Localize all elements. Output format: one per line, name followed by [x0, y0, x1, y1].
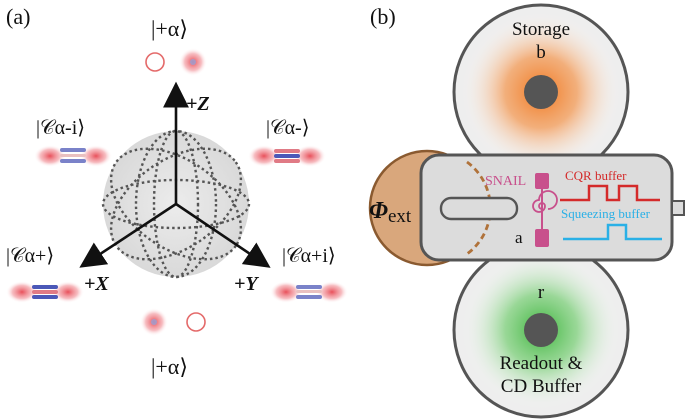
state-lower-left-label: |𝒞α+⟩ [6, 245, 54, 267]
storage-pin [524, 75, 558, 109]
state-bottom-label: |+α⟩ [151, 354, 188, 379]
storage-cavity [452, 3, 630, 181]
x-axis-arrow [79, 202, 177, 268]
state-lower-right-wigner [270, 281, 348, 303]
storage-label: Storage [512, 19, 570, 40]
squeezing-buffer-pulse [563, 223, 662, 241]
readout-label-line2: CD Buffer [501, 376, 582, 397]
state-upper-right-wigner [248, 145, 326, 167]
panel-b-label: (b) [370, 4, 396, 29]
storage-mode-label: b [536, 42, 546, 63]
snail-label: SNAIL [485, 174, 526, 189]
state-top-wigner [145, 48, 207, 76]
state-lower-left-wigner [6, 281, 84, 303]
y-axis-arrow [175, 202, 271, 268]
cqr-buffer-label: CQR buffer [565, 168, 627, 183]
state-top-label: |+α⟩ [151, 16, 188, 41]
cqr-buffer-pulse [560, 184, 660, 202]
readout-mode-label: r [538, 282, 545, 303]
x-axis-label: +X [84, 273, 109, 295]
snail-element [532, 173, 558, 247]
state-bottom-wigner [140, 308, 206, 336]
readout-pin [524, 313, 558, 347]
snail-spiral-icon [532, 190, 558, 213]
readout-cavity [452, 241, 630, 419]
coupler-pin [439, 196, 519, 221]
chip-port [671, 200, 685, 216]
panel-a-label: (a) [6, 4, 30, 29]
squeezing-buffer-label: Squeezing buffer [561, 206, 651, 221]
z-axis-label: +Z [186, 93, 210, 115]
y-axis-label: +Y [234, 273, 259, 295]
state-lower-right-label: |𝒞α+i⟩ [282, 245, 336, 267]
transmon-mode-label: a [515, 228, 523, 247]
state-upper-left-label: |𝒞α-i⟩ [36, 117, 85, 139]
state-upper-right-label: |𝒞α-⟩ [266, 117, 310, 139]
readout-label-line1: Readout & [500, 353, 583, 374]
state-upper-left-wigner [34, 145, 112, 167]
